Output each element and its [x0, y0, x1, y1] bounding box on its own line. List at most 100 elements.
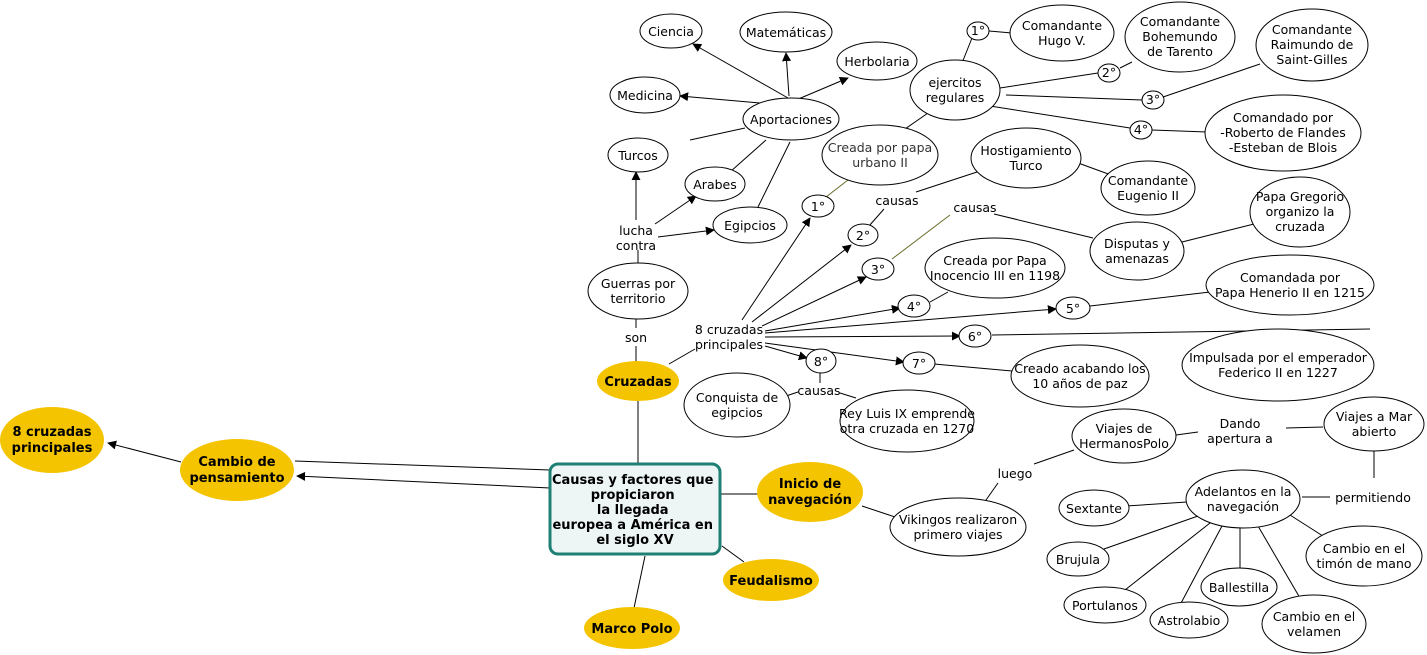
edge-ej-e3 — [1005, 94, 1143, 101]
edge-8-c1 — [741, 217, 811, 321]
edge-e4-roberto — [1151, 129, 1208, 133]
node-brujula: Brujula — [1046, 541, 1110, 577]
edge-root-cambio-arrow — [296, 471, 551, 489]
edge-e1-hugo — [988, 30, 1013, 34]
edge-hermanos-dando — [1175, 431, 1199, 436]
ordinal-e4: 4° — [1129, 120, 1153, 140]
edge-8-c7 — [764, 342, 905, 366]
topic-feudalismo: Feudalismo — [723, 559, 819, 601]
label-permitiendo: permitiendo — [1335, 490, 1411, 505]
edge-luego-hermanos — [1033, 449, 1075, 465]
edge-turcos-aportaciones — [689, 127, 746, 141]
topic-cruzadas: Cruzadas — [597, 361, 679, 401]
label-causas-2: causas — [875, 193, 918, 208]
node-turcos: Turcos — [607, 137, 669, 173]
edge-8-c2 — [751, 244, 852, 323]
svg-text:4°: 4° — [1134, 122, 1148, 137]
edge-lucha-arabes — [654, 195, 697, 225]
edge-aport-herbolaria — [795, 77, 849, 101]
svg-text:Sextante: Sextante — [1066, 501, 1122, 516]
svg-text:7°: 7° — [912, 356, 926, 371]
edge-8-c8 — [764, 345, 808, 361]
root-node: Causas y factores que propiciaron la lle… — [548, 462, 722, 556]
edge-aport-medicina — [679, 92, 761, 104]
node-arabes: Arabes — [684, 166, 746, 202]
edges — [107, 30, 1375, 609]
ordinal-c3: 3° — [861, 257, 895, 281]
svg-text:Portulanos: Portulanos — [1072, 598, 1138, 613]
edge-ej-e4 — [989, 105, 1131, 129]
ordinal-e1: 1° — [966, 21, 990, 41]
edge-8-c3 — [761, 276, 867, 327]
node-egipcios: Egipcios — [712, 206, 788, 244]
edge-8-c5 — [764, 305, 1057, 334]
node-medicina: Medicina — [609, 76, 681, 114]
edge-disputas-gregorio — [1181, 223, 1255, 243]
label-causas-8: causas — [797, 383, 840, 398]
svg-text:Astrolabio: Astrolabio — [1158, 613, 1221, 628]
edge-c5-henerio — [1089, 291, 1211, 307]
node-astrolabio: Astrolabio — [1149, 601, 1229, 639]
node-sextante: Sextante — [1058, 489, 1130, 527]
edge-e2-bohemundo — [1119, 61, 1133, 69]
node-ballestilla: Ballestilla — [1200, 567, 1278, 607]
edge-cruzadas-8label — [668, 348, 696, 365]
svg-text:Causas y factores que pr: Causas y factores que propiciaron la lle… — [552, 473, 718, 548]
edge-causas-disputas — [993, 213, 1094, 239]
edge-ej-e2 — [999, 72, 1099, 89]
ordinal-c5: 5° — [1055, 296, 1091, 320]
edge-c2-causas — [868, 208, 885, 227]
svg-text:8°: 8° — [814, 354, 828, 369]
svg-text:Egipcios: Egipcios — [724, 218, 776, 233]
node-ciencia: Ciencia — [639, 13, 703, 49]
ordinal-e2: 2° — [1097, 63, 1121, 83]
edge-root-marco — [633, 555, 646, 609]
edge-8-c4 — [764, 304, 901, 332]
edge-dando-mar — [1285, 426, 1324, 429]
edge-arabes-aportaciones — [729, 139, 767, 173]
edge-root-cambio — [294, 460, 551, 471]
svg-text:Comandado por-Roberto de Fland: Comandado por-Roberto de Flandes-Esteban… — [1220, 110, 1346, 155]
edge-adel-brujula — [1103, 515, 1199, 550]
ordinal-c2: 2° — [847, 223, 879, 247]
ordinal-c4: 4° — [897, 294, 931, 318]
svg-text:3°: 3° — [1146, 92, 1160, 107]
svg-text:6°: 6° — [968, 329, 982, 344]
node-herbolaria: Herbolaria — [836, 41, 918, 81]
svg-text:1°: 1° — [971, 23, 985, 38]
